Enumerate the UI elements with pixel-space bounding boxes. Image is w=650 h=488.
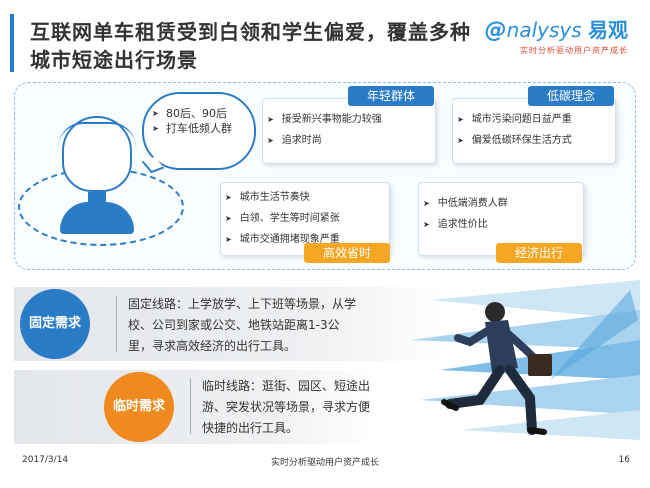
page-number: 16 (618, 455, 630, 465)
footer-date: 2017/3/14 (22, 455, 69, 465)
footer-slogan: 实时分析驱动用户资产成长 (270, 458, 379, 468)
fixed-need-line-2: 校、公司到家或公交、地铁站距离1-3公 (128, 318, 340, 332)
temp-need-line-1: 临时线路：逛街、园区、短途出 (202, 379, 371, 393)
title-accent-bar (10, 14, 14, 72)
tag-economic: 经济出行 (496, 243, 582, 263)
card-efficient-item-3: 城市交通拥堵现象严重 (239, 229, 379, 250)
logo-tagline: 实时分析驱动用户资产成长 (520, 46, 628, 55)
tag-lowcarbon: 低碳理念 (528, 86, 614, 106)
page-title-line1: 互联网单车租赁受到白领和学生偏爱，覆盖多种 (30, 20, 471, 44)
temp-divider (190, 378, 191, 434)
tag-efficient: 高效省时 (304, 243, 390, 263)
temp-need-row (14, 370, 374, 444)
temp-need-line-2: 游、突发状况等场景，寻求方便 (202, 400, 371, 414)
card-young: 接受新兴事物能力较强 追求时尚 (262, 98, 436, 164)
fixed-need-line-1: 固定线路：上学放学、上下班等场景，从学 (128, 297, 357, 311)
card-young-item-2: 追求时尚 (281, 130, 425, 151)
bubble-item-taxi: 打车低频人群 (166, 122, 232, 135)
tag-young: 年轻群体 (348, 86, 434, 106)
card-young-item-1: 接受新兴事物能力较强 (281, 109, 425, 130)
card-efficient-item-2: 白领、学生等时间紧张 (239, 208, 379, 229)
runner-illustration (410, 280, 640, 440)
fixed-need-badge: 固定需求 (20, 289, 90, 359)
card-economic-item-2: 追求性价比 (437, 214, 573, 235)
card-efficient-item-1: 城市生活节奏快 (239, 187, 379, 208)
speech-bubble: ➤ 80后、90后 ➤ 打车低频人群 (142, 92, 256, 170)
card-lowcarbon-item-2: 偏爱低碳环保生活方式 (471, 130, 605, 151)
fixed-divider (116, 296, 117, 352)
temp-need-badge: 临时需求 (104, 372, 174, 442)
card-economic-item-1: 中低端消费人群 (437, 193, 573, 214)
logo-brand: nalysys (506, 18, 582, 42)
temp-need-line-3: 快捷的出行工具。 (202, 421, 299, 435)
card-lowcarbon-item-1: 城市污染问题日益严重 (471, 109, 605, 130)
analysys-logo: @nalysys 易观 实时分析驱动用户资产成长 (484, 18, 628, 55)
bubble-item-age: 80后、90后 (166, 107, 227, 120)
card-lowcarbon: 城市污染问题日益严重 偏爱低碳环保生活方式 (452, 98, 616, 164)
page-title-line2: 城市短途出行场景 (30, 48, 198, 72)
temp-need-text: 临时线路：逛街、园区、短途出 游、突发状况等场景，寻求方便 快捷的出行工具。 (202, 376, 370, 439)
fixed-need-line-3: 里，寻求高效经济的出行工具。 (128, 339, 297, 353)
fixed-need-text: 固定线路：上学放学、上下班等场景，从学 校、公司到家或公交、地铁站距离1-3公 … (128, 294, 356, 357)
logo-brand-cn: 易观 (588, 18, 628, 42)
